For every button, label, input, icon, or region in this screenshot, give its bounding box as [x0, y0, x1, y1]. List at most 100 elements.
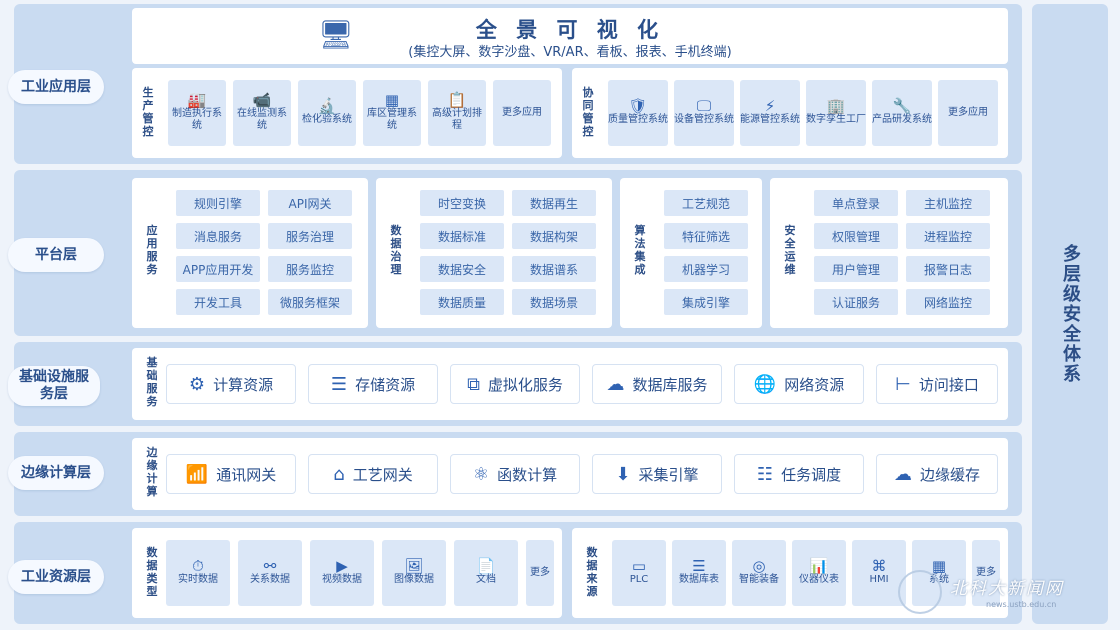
service-label: 函数计算: [497, 465, 558, 484]
edge-communication-gateway[interactable]: 📶通讯网关: [166, 454, 296, 494]
data-source-instrument[interactable]: 📊仪器仪表: [792, 540, 846, 606]
data-type-realtime[interactable]: ⏱实时数据: [166, 540, 230, 606]
data-source-db-table[interactable]: ☰数据库表: [672, 540, 726, 606]
data-type-image[interactable]: 🖼图像数据: [382, 540, 446, 606]
service-virtualization[interactable]: ⧉虚拟化服务: [450, 364, 580, 404]
grid-icon: ▦: [384, 91, 400, 109]
platform-chip[interactable]: 特征筛选: [664, 223, 748, 249]
platform-chip[interactable]: 数据安全: [420, 256, 504, 282]
service-label: 任务调度: [781, 465, 842, 484]
group-label-collaboration: 协同管控: [582, 86, 594, 138]
platform-chip[interactable]: 单点登录: [814, 190, 898, 216]
platform-chip[interactable]: 服务治理: [268, 223, 352, 249]
platform-chip[interactable]: 工艺规范: [664, 190, 748, 216]
app-tile-warehouse[interactable]: ▦库区管理系统: [363, 80, 421, 146]
download-icon: ⬇: [615, 463, 631, 485]
app-tile-more[interactable]: 更多应用: [938, 80, 998, 146]
router-icon: 📶: [185, 463, 209, 485]
platform-chip[interactable]: 规则引擎: [176, 190, 260, 216]
service-network[interactable]: 🌐网络资源: [734, 364, 864, 404]
data-source-smart-equipment[interactable]: ◎智能装备: [732, 540, 786, 606]
platform-chip[interactable]: 开发工具: [176, 289, 260, 315]
platform-chip[interactable]: 集成引擎: [664, 289, 748, 315]
app-tile-lab-testing[interactable]: 🔬检化验系统: [298, 80, 356, 146]
service-storage[interactable]: ☰存储资源: [308, 364, 438, 404]
app-tile-aps[interactable]: 📋高级计划排程: [428, 80, 486, 146]
data-type-video[interactable]: ▶视频数据: [310, 540, 374, 606]
grid-icon: ▦: [931, 557, 947, 575]
function-icon: ⚛: [472, 463, 490, 485]
data-type-document[interactable]: 📄文档: [454, 540, 518, 606]
platform-chip[interactable]: 机器学习: [664, 256, 748, 282]
app-tile-more[interactable]: 更多应用: [493, 80, 551, 146]
layer-label-infrastructure: 基础设施服务层: [8, 366, 100, 406]
document-icon: 📄: [476, 557, 496, 575]
service-label: 数据库服务: [632, 375, 708, 394]
app-tile-rnd[interactable]: 🔧产品研发系统: [872, 80, 932, 146]
university-seal-icon: [898, 570, 942, 614]
data-type-more[interactable]: 更多: [526, 540, 554, 606]
edge-collection-engine[interactable]: ⬇ 采集引擎: [592, 454, 722, 494]
app-tile-mes[interactable]: 🏭制造执行系统: [168, 80, 226, 146]
edge-function-compute[interactable]: ⚛ 函数计算: [450, 454, 580, 494]
service-label: 工艺网关: [352, 465, 413, 484]
app-tile-equipment[interactable]: 🖵设备管控系统: [674, 80, 734, 146]
platform-chip[interactable]: 数据质量: [420, 289, 504, 315]
data-source-hmi[interactable]: ⌘HMI: [852, 540, 906, 606]
platform-group-algorithm: 算法集成 工艺规范 特征筛选 机器学习 集成引擎: [620, 178, 762, 328]
app-tile-online-monitoring[interactable]: 📹在线监测系统: [233, 80, 291, 146]
platform-chip[interactable]: 报警日志: [906, 256, 990, 282]
visualization-title: 全 景 可 视 化: [475, 18, 665, 42]
edge-cache[interactable]: ☁边缘缓存: [876, 454, 998, 494]
building-icon: 🏢: [826, 97, 846, 115]
data-type-relational[interactable]: ⚯关系数据: [238, 540, 302, 606]
platform-chip[interactable]: 数据谱系: [512, 256, 596, 282]
dashboard-icon: 🖥: [318, 18, 354, 51]
platform-chip[interactable]: 进程监控: [906, 223, 990, 249]
tile-label: 数据库表: [679, 574, 719, 585]
relation-icon: ⚯: [263, 557, 277, 575]
tile-label: 图像数据: [394, 574, 434, 585]
platform-chip[interactable]: 主机监控: [906, 190, 990, 216]
security-system-column: 多层级安全体系: [1032, 4, 1108, 624]
platform-chip[interactable]: APP应用开发: [176, 256, 260, 282]
platform-chip[interactable]: 数据标准: [420, 223, 504, 249]
group-label-data-sources: 数据来源: [586, 546, 598, 598]
tile-label: PLC: [629, 574, 649, 585]
camera-icon: 📹: [252, 91, 272, 109]
tile-label: 系统: [929, 574, 949, 585]
service-label: 计算资源: [213, 375, 274, 394]
data-source-more[interactable]: 更多: [972, 540, 1000, 606]
platform-chip[interactable]: 数据再生: [512, 190, 596, 216]
platform-chip[interactable]: API网关: [268, 190, 352, 216]
service-compute[interactable]: ⚙计算资源: [166, 364, 296, 404]
platform-chip[interactable]: 用户管理: [814, 256, 898, 282]
service-database[interactable]: ☁数据库服务: [592, 364, 722, 404]
app-tile-label: 在线监测系统: [237, 108, 287, 131]
image-icon: 🖼: [404, 557, 424, 575]
platform-chip[interactable]: 时空变换: [420, 190, 504, 216]
data-types-panel: 数据类型 ⏱实时数据 ⚯关系数据 ▶视频数据 🖼图像数据 📄文档 更多: [132, 528, 562, 618]
platform-chip[interactable]: 服务监控: [268, 256, 352, 282]
app-tile-energy[interactable]: ⚡能源管控系统: [740, 80, 800, 146]
edge-task-scheduling[interactable]: ☷任务调度: [734, 454, 864, 494]
platform-chip[interactable]: 认证服务: [814, 289, 898, 315]
service-access-api[interactable]: ⊢访问接口: [876, 364, 998, 404]
watermark-title: 北科大新闻网: [950, 579, 1064, 599]
group-label-production: 生产管控: [142, 86, 154, 138]
tile-label: 更多: [530, 567, 550, 578]
app-tile-quality[interactable]: 🛡质量管控系统: [608, 80, 668, 146]
platform-chip[interactable]: 消息服务: [176, 223, 260, 249]
edge-process-gateway[interactable]: ⌂工艺网关: [308, 454, 438, 494]
platform-chip[interactable]: 数据构架: [512, 223, 596, 249]
platform-chip[interactable]: 数据场景: [512, 289, 596, 315]
platform-chip[interactable]: 权限管理: [814, 223, 898, 249]
group-label-algorithm: 算法集成: [634, 224, 646, 276]
app-tile-label: 高级计划排程: [432, 108, 482, 131]
data-source-plc[interactable]: ▭PLC: [612, 540, 666, 606]
schedule-icon: 📋: [447, 91, 467, 109]
platform-chip[interactable]: 微服务框架: [268, 289, 352, 315]
platform-chip[interactable]: 网络监控: [906, 289, 990, 315]
service-label: 采集引擎: [638, 465, 699, 484]
app-tile-digital-twin[interactable]: 🏢数字孪生工厂: [806, 80, 866, 146]
